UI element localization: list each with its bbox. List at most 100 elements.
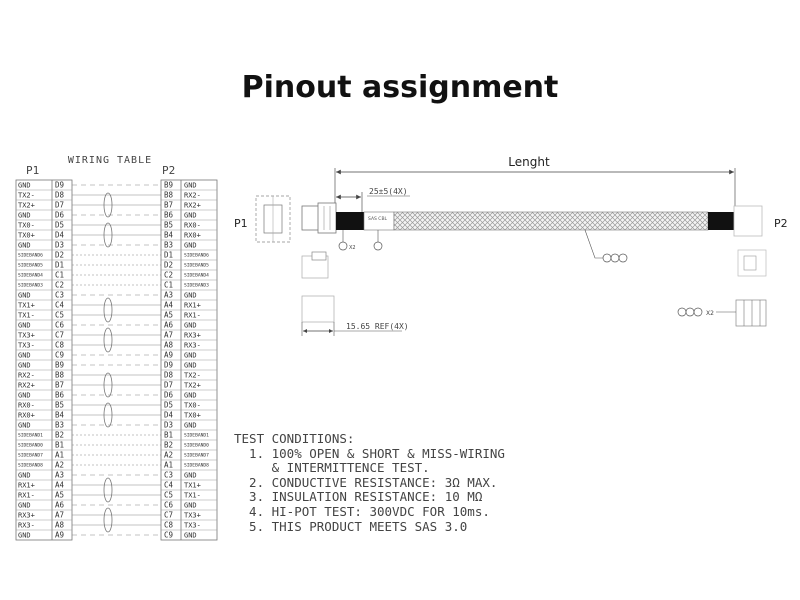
left-pin: B7	[55, 381, 64, 390]
left-pin: D4	[55, 231, 65, 240]
left-signal: RX0+	[18, 412, 35, 420]
right-pin: D1	[164, 251, 173, 260]
test-condition-line: & INTERMITTENCE TEST.	[234, 460, 430, 476]
right-signal: GND	[184, 352, 197, 360]
left-signal: RX3+	[18, 512, 35, 520]
left-signal: GND	[18, 532, 31, 540]
left-signal: GND	[18, 362, 31, 370]
right-signal: GND	[184, 422, 197, 430]
left-pin: A5	[55, 491, 64, 500]
right-signal: TX3-	[184, 522, 201, 530]
right-signal: SIDEBAND5	[184, 263, 209, 269]
callout-bubble-2	[373, 241, 383, 251]
right-pin: D5	[164, 401, 173, 410]
p1-side-view-a-cap	[311, 251, 327, 261]
right-pin: A2	[164, 451, 173, 460]
right-signal: GND	[184, 242, 197, 250]
right-pin: C8	[164, 521, 174, 530]
wiring-table-heading: WIRING TABLE	[68, 155, 152, 166]
left-signal: GND	[18, 242, 31, 250]
left-pin: B5	[55, 401, 64, 410]
left-signal: SIDEBAND7	[18, 453, 43, 459]
p2-label: P2	[162, 164, 175, 177]
left-signal: TX3+	[18, 332, 35, 340]
left-pin: D8	[55, 191, 65, 200]
left-signal: GND	[18, 422, 31, 430]
left-signal: SIDEBAND0	[18, 443, 43, 449]
left-pin: C3	[55, 291, 64, 300]
callout-x2-b: X2	[706, 310, 714, 317]
left-pin: B8	[55, 371, 65, 380]
right-signal: SIDEBAND8	[184, 463, 209, 469]
right-pin: C4	[164, 481, 174, 490]
left-pin: D9	[55, 181, 64, 190]
cable-drawing: Lenght 25±5(4X) P1 SAS CBL P2 X2	[234, 155, 788, 336]
left-pin: B1	[55, 441, 64, 450]
left-pin: D6	[55, 211, 65, 220]
left-pin: C7	[55, 331, 64, 340]
left-signal: TX0+	[18, 232, 35, 240]
left-signal: GND	[18, 392, 31, 400]
left-pin: D5	[55, 221, 64, 230]
left-signal: RX1+	[18, 482, 35, 490]
test-condition-line: 5. THIS PRODUCT MEETS SAS 3.0	[234, 518, 468, 534]
left-pin: A6	[55, 501, 65, 510]
twist-marker-tx1	[103, 297, 113, 323]
right-pin: D7	[164, 381, 173, 390]
callout-bubble-4a	[677, 307, 687, 317]
left-signal: SIDEBAND1	[18, 433, 43, 439]
p2-connector	[733, 205, 763, 237]
p1-end-label: P1	[234, 217, 248, 230]
left-signal: RX1-	[18, 492, 35, 500]
left-signal: SIDEBAND3	[18, 283, 43, 289]
left-pin: C4	[55, 301, 65, 310]
left-pin: D7	[55, 201, 64, 210]
right-pin: D8	[164, 371, 174, 380]
right-pin: A9	[164, 351, 173, 360]
right-pin: A5	[164, 311, 173, 320]
right-signal: TX1-	[184, 492, 201, 500]
twisted-pair-markers	[103, 192, 113, 533]
left-pin: B4	[55, 411, 65, 420]
left-pin: B3	[55, 421, 64, 430]
right-pin: C1	[164, 281, 173, 290]
right-signal: GND	[184, 362, 197, 370]
left-signal: GND	[18, 502, 31, 510]
right-heatshrink	[708, 212, 734, 230]
right-pin: D6	[164, 391, 174, 400]
left-signal: TX3-	[18, 342, 35, 350]
test-condition-line: 1. 100% OPEN & SHORT & MISS-WIRING	[234, 445, 505, 461]
left-signal: TX0-	[18, 222, 35, 230]
right-signal: RX0-	[184, 222, 201, 230]
p1-side-view-b	[301, 295, 335, 323]
right-signal: GND	[184, 472, 197, 480]
right-signal: RX0+	[184, 232, 201, 240]
right-signal: GND	[184, 182, 197, 190]
twist-marker-tx3	[103, 327, 113, 353]
right-pin: B4	[164, 231, 174, 240]
left-signal: RX2+	[18, 382, 35, 390]
right-signal: GND	[184, 322, 197, 330]
right-pin: C5	[164, 491, 173, 500]
left-pin: C2	[55, 281, 64, 290]
right-pin: A4	[164, 301, 174, 310]
left-signal: SIDEBAND5	[18, 263, 43, 269]
